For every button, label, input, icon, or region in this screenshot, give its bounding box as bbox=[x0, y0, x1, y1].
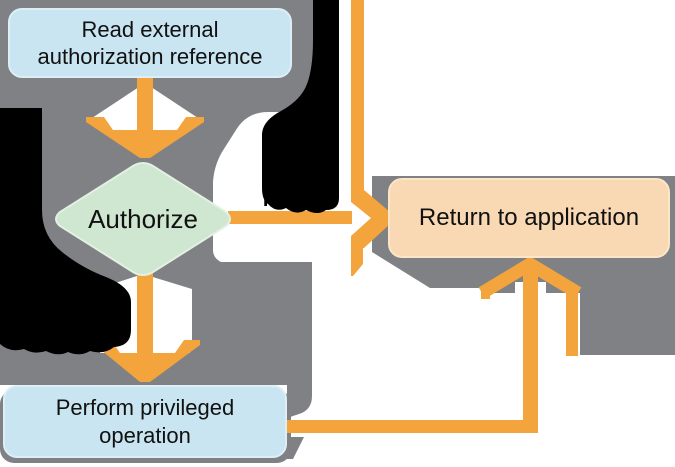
edge-label-fail: Fail bbox=[263, 190, 296, 211]
edge-label-succeed: Succeed bbox=[27, 330, 106, 351]
node-label: Perform privileged operation bbox=[56, 394, 235, 449]
gray-shadow-wedge bbox=[287, 437, 304, 459]
return-line-vertical bbox=[523, 272, 538, 433]
node-label-line: Perform privileged bbox=[55, 395, 235, 420]
node-return-to-application: Return to application bbox=[388, 178, 670, 258]
node-label-line: Read external bbox=[81, 16, 219, 42]
authorize-diamond-shape bbox=[55, 162, 231, 276]
fail-line-vertical bbox=[351, 0, 364, 197]
succeed-shadow-blob bbox=[0, 108, 131, 355]
node-label-line: authorization reference bbox=[37, 44, 263, 69]
node-authorize: Authorize bbox=[52, 160, 234, 278]
return-line-horizontal bbox=[287, 420, 538, 433]
fail-line-horizontal bbox=[228, 211, 352, 224]
return-arrow-tail-right bbox=[566, 288, 578, 356]
node-label: Authorize bbox=[88, 203, 198, 234]
fail-shadow-blob bbox=[262, 0, 339, 213]
arrow-down-2-head bbox=[95, 340, 200, 382]
fail-arrow-tail bbox=[351, 248, 363, 276]
node-read-external-authorization-reference: Read external authorization reference bbox=[8, 8, 292, 78]
arrow-down-1-notch-right bbox=[152, 114, 188, 130]
node-label: Return to application bbox=[418, 204, 640, 231]
arrow-down-1-head bbox=[86, 117, 204, 158]
node-label: Read external authorization reference bbox=[37, 16, 262, 71]
fail-line-white-flank bbox=[339, 0, 352, 194]
return-arrow-nub-left bbox=[481, 290, 490, 299]
return-arrow-slit-left bbox=[515, 282, 523, 296]
fail-arrow-head bbox=[351, 190, 390, 248]
node-perform-privileged-operation: Perform privileged operation bbox=[3, 385, 287, 458]
node-label-line: operation bbox=[99, 422, 191, 448]
arrow-down-1-notch-left bbox=[102, 114, 138, 130]
return-arrow-slit-right bbox=[538, 282, 546, 296]
return-arrow-head bbox=[478, 256, 582, 299]
